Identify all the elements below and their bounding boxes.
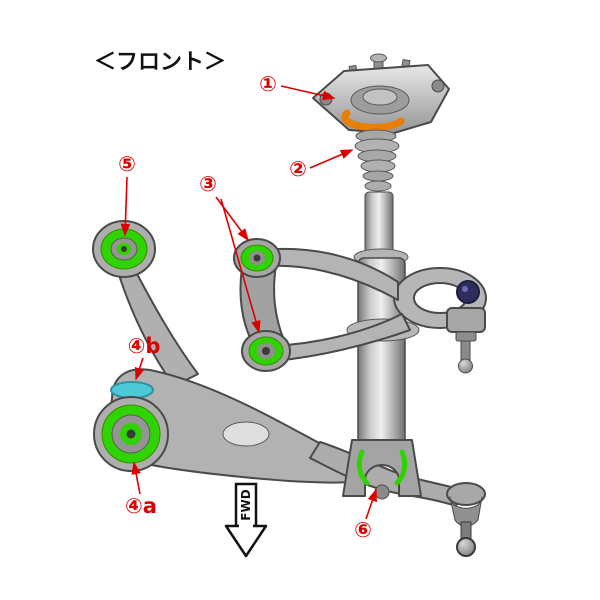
- callout-3: ③: [199, 172, 261, 334]
- callout-1-label: ①: [259, 72, 277, 96]
- callout-4a: ④a: [125, 461, 157, 518]
- callout-4a-arrow: [131, 461, 141, 495]
- lower-arm-front-washer: [110, 381, 154, 399]
- lower-arm-front-bushing: [93, 396, 169, 472]
- upper-ball-joint: [446, 307, 486, 374]
- callout-1-arrow: [280, 85, 336, 101]
- strut-upper-rod: [364, 191, 394, 255]
- dust-boot: [354, 129, 400, 192]
- callout-3-arrow-front: [215, 196, 249, 242]
- callout-3-label: ③: [199, 172, 217, 196]
- upper-arm-rear-bushing: [241, 330, 291, 372]
- mount-center-nut: [370, 53, 387, 63]
- upper-control-arm: [233, 238, 487, 374]
- callouts: ① ② ③ ④a ④b ⑤ ⑥: [118, 72, 377, 542]
- lower-control-arm: [92, 220, 463, 507]
- lower-arm-lightening-hole: [222, 421, 270, 447]
- lower-ball-joint: [446, 482, 486, 557]
- bracket-green-marks: [356, 449, 408, 486]
- loop-bushing-highlight: [462, 286, 468, 292]
- loop-bushing-navy: [456, 280, 480, 304]
- fwd-arrow: FWD: [224, 482, 268, 558]
- upper-arm-front-bushing: [233, 238, 281, 278]
- callout-1: ①: [259, 72, 336, 101]
- ball-joint-boot: [449, 496, 483, 527]
- callout-5-label: ⑤: [118, 152, 136, 176]
- callout-3-arrow-rear: [220, 198, 261, 334]
- callout-6: ⑥: [354, 488, 377, 542]
- fwd-arrowhead: [224, 524, 268, 558]
- spring-seat-orange-ring: [341, 109, 405, 131]
- callout-6-label: ⑥: [354, 518, 372, 542]
- callout-4a-label: ④a: [125, 494, 157, 518]
- callout-5: ⑤: [118, 152, 136, 237]
- strut-assembly: [312, 53, 450, 449]
- callout-5-arrow: [120, 176, 131, 237]
- diagram-title: ＜フロント＞: [94, 50, 226, 75]
- fwd-label: FWD: [239, 489, 253, 520]
- ball-joint-ball: [456, 537, 476, 557]
- callout-2-label: ②: [289, 157, 307, 181]
- strut-mount-cap: [362, 88, 398, 106]
- callout-2-arrow: [309, 149, 354, 169]
- lower-arm-rear-bushing: [92, 220, 156, 278]
- callout-4b-label: ④b: [128, 334, 161, 358]
- lower-arm-rear-link: [119, 271, 199, 387]
- callout-4b: ④b: [128, 334, 161, 381]
- mount-bolt-hole-right: [431, 79, 445, 93]
- callout-4b-arrow: [134, 357, 145, 381]
- callout-2: ②: [289, 149, 354, 181]
- fork-pivot-bolt: [374, 484, 390, 500]
- callout-6-arrow: [365, 488, 377, 520]
